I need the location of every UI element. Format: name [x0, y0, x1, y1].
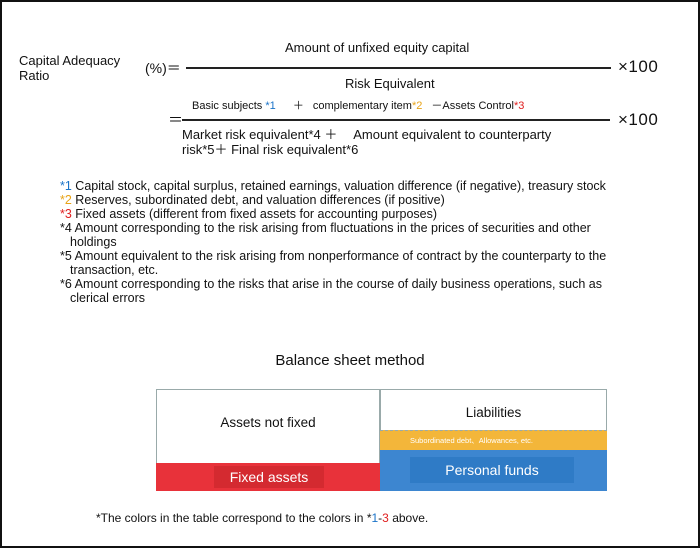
denominator-2-line2: risk*5＋ Final risk equivalent*6 — [182, 142, 359, 157]
percent-equals: (%)＝ — [145, 60, 181, 76]
footnote-three: 3 — [382, 511, 389, 525]
note-mark: *3 — [60, 207, 72, 221]
equals-2: ＝ — [168, 112, 184, 129]
basic-subjects: Basic subjects — [192, 100, 266, 112]
color-footnote: *The colors in the table correspond to t… — [96, 511, 428, 525]
footnote-dash: - — [378, 511, 383, 525]
notes-list: *1 Capital stock, capital surplus, retai… — [60, 179, 675, 305]
mark-1: *1 — [265, 100, 276, 112]
numerator-2: Basic subjects *1 ＋ complementary item*2… — [192, 97, 524, 113]
note-6-cont: clerical errors — [70, 291, 146, 305]
ratio-label-line2: Ratio — [19, 68, 50, 83]
note-3: *3 Fixed assets (different from fixed as… — [60, 207, 675, 221]
note-5: *5 Amount equivalent to the risk arising… — [60, 249, 675, 263]
balance-sheet-title: Balance sheet method — [275, 352, 425, 369]
numerator-unfixed-equity: Amount of unfixed equity capital — [285, 40, 470, 55]
fraction-bar-1 — [186, 67, 611, 69]
note-text: Capital stock, capital surplus, retained… — [71, 179, 606, 193]
note-text: Fixed assets (different from fixed asset… — [71, 207, 438, 221]
note-5-cont: transaction, etc. — [70, 263, 159, 277]
fixed-assets-label: Fixed assets — [214, 466, 324, 488]
denominator-risk-equivalent: Risk Equivalent — [345, 76, 435, 91]
denominator-2-line1: Market risk equivalent*4 ＋ Amount equiva… — [182, 127, 552, 142]
note-mark: *6 — [60, 277, 72, 291]
assets-control: －Assets Control — [431, 100, 514, 112]
footnote-one: 1 — [371, 511, 379, 525]
note-4: *4 Amount corresponding to the risk aris… — [60, 221, 675, 235]
note-1: *1 Capital stock, capital surplus, retai… — [60, 179, 675, 193]
note-text: Reserves, subordinated debt, and valuati… — [71, 193, 445, 207]
mark-2: *2 — [411, 100, 423, 112]
times-100-2: ×100 — [618, 110, 659, 129]
note-4-cont: holdings — [70, 235, 117, 249]
subordinated-label: Subordinated debt、Allowances, etc. — [410, 436, 533, 445]
footnote-prefix: *The colors in the table correspond to t… — [96, 511, 372, 525]
times-100-1: ×100 — [618, 57, 659, 76]
assets-not-fixed-label: Assets not fixed — [220, 415, 316, 430]
mark-3: *3 — [513, 100, 525, 112]
liabilities-label: Liabilities — [465, 405, 522, 420]
note-2: *2 Reserves, subordinated debt, and valu… — [60, 193, 675, 207]
note-text: Amount corresponding to the risks that a… — [71, 277, 602, 291]
note-mark: *5 — [60, 249, 72, 263]
complementary-item: complementary item — [312, 100, 412, 112]
personal-funds-label: Personal funds — [410, 457, 574, 483]
note-6: *6 Amount corresponding to the risks tha… — [60, 277, 675, 291]
subordinated-band — [380, 430, 607, 450]
plus-sign: ＋ — [292, 100, 304, 112]
ratio-label-line1: Capital Adequacy — [19, 53, 121, 68]
fraction-bar-2 — [182, 119, 610, 121]
note-mark: *2 — [60, 193, 72, 207]
footnote-suffix: above. — [388, 511, 429, 525]
note-text: Amount corresponding to the risk arising… — [71, 221, 591, 235]
note-mark: *1 — [60, 179, 72, 193]
note-text: Amount equivalent to the risk arising fr… — [71, 249, 607, 263]
note-mark: *4 — [60, 221, 72, 235]
